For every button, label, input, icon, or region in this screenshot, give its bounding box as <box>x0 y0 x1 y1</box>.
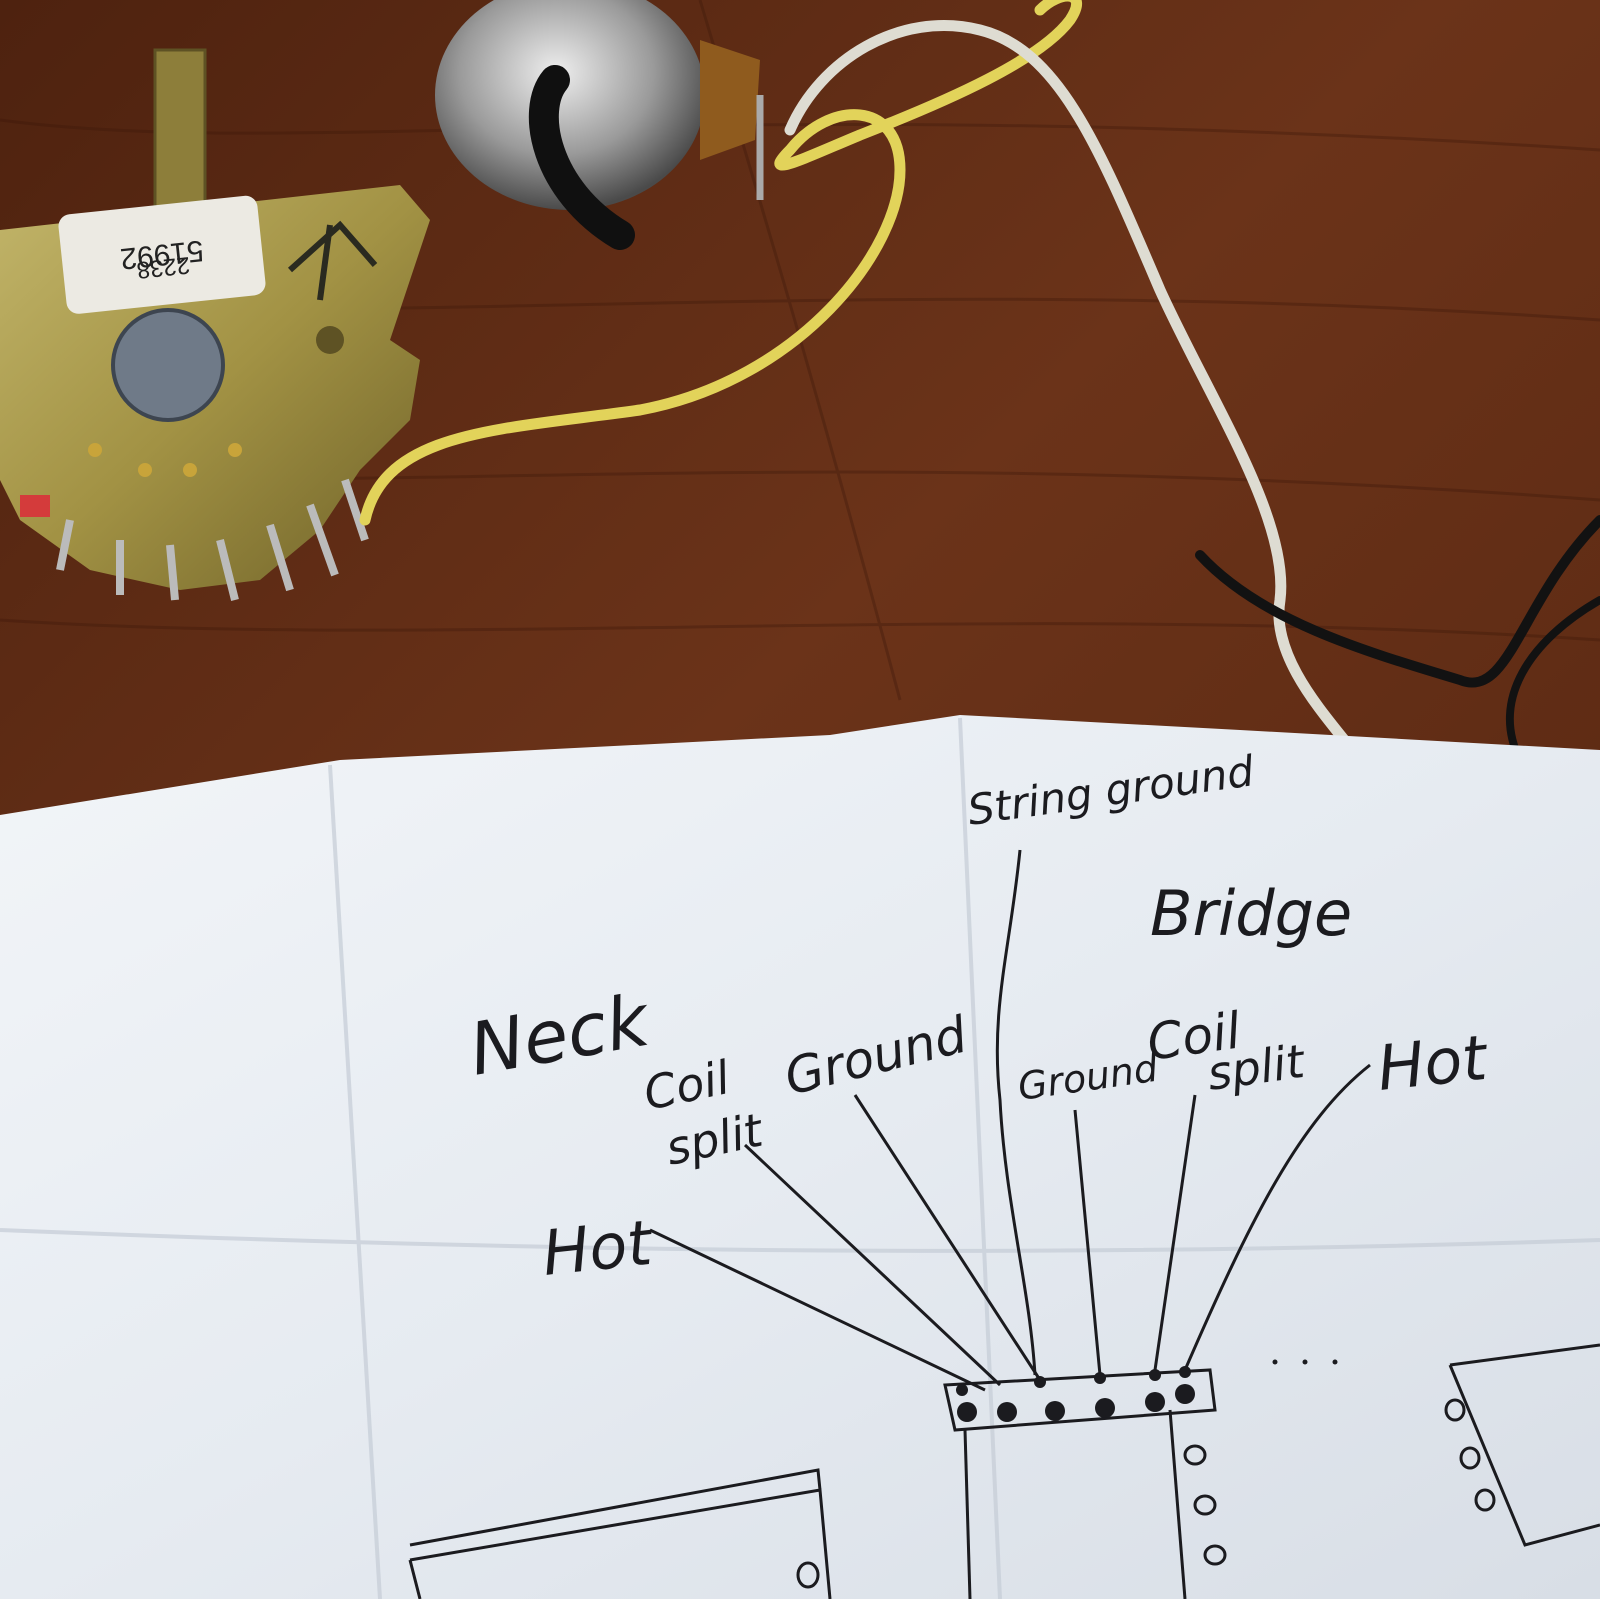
potentiometer <box>435 0 764 250</box>
neck-pickup-outline <box>408 1468 832 1599</box>
terminal-dots <box>956 1366 1195 1422</box>
line-string-ground <box>995 849 1037 1376</box>
label-bridge-hot: Hot <box>1374 1021 1493 1105</box>
black-wire <box>1195 515 1600 688</box>
line-neck-coil-split <box>743 1143 1002 1387</box>
bridge-pickup-outline <box>1448 1343 1600 1547</box>
switch-rivet <box>113 310 223 420</box>
pickup-drawing <box>408 1343 1600 1599</box>
paper-sheet <box>0 715 1600 1599</box>
line-neck-hot <box>649 1228 986 1392</box>
line-bridge-coil-split <box>1153 1094 1197 1371</box>
pickup-coil-loops <box>1183 1398 1496 1566</box>
five-way-switch: 51992 2238 <box>0 48 430 601</box>
paper-creases <box>0 717 1600 1599</box>
switch-label-line2: 2238 <box>135 251 191 283</box>
white-wire <box>784 20 1366 766</box>
line-bridge-hot <box>1183 1063 1371 1371</box>
switch-contacts <box>88 443 242 477</box>
switch-lugs <box>56 478 369 601</box>
wiring-diagram <box>649 849 1371 1392</box>
line-neck-ground <box>853 1094 1042 1381</box>
terminal-strip <box>943 1368 1217 1432</box>
label-bridge-coil-line1: Coil <box>1144 1001 1245 1071</box>
line-bridge-ground <box>1073 1109 1102 1376</box>
label-neck-hot: Hot <box>539 1206 658 1290</box>
label-bridge: Bridge <box>1150 877 1352 950</box>
switch-label-sticker: 51992 2238 <box>58 195 266 314</box>
